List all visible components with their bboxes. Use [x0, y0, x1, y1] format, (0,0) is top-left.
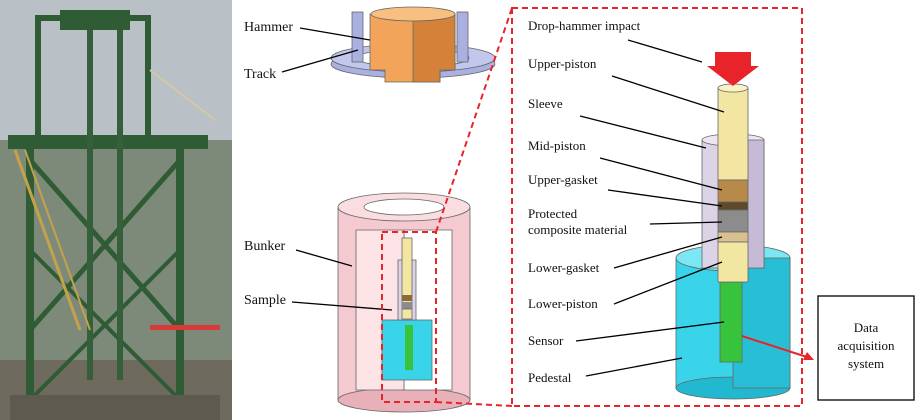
hammer-track-illustration [330, 6, 496, 83]
drop-tower-photo [0, 0, 232, 420]
mid-piston-leader [599, 157, 723, 191]
bunker-illustration [337, 192, 471, 413]
protected-label-line2: composite material [528, 222, 628, 237]
track-leader [281, 49, 359, 73]
data-acquisition-line2: acquisition [837, 338, 895, 353]
sleeve-label: Sleeve [528, 96, 563, 111]
track-label: Track [244, 67, 276, 82]
sample-label: Sample [244, 293, 286, 308]
data-acquisition-box [817, 295, 915, 401]
upper-piston-leader [611, 75, 725, 113]
sample-leader [291, 301, 393, 311]
upper-gasket-label: Upper-gasket [528, 172, 598, 187]
mid-piston-label: Mid-piston [528, 138, 586, 153]
protected-label-line1: Protected [528, 206, 578, 221]
upper-gasket-leader [607, 189, 723, 207]
small-zoom-box [381, 231, 437, 403]
large-zoom-box [511, 7, 803, 407]
hammer-label: Hammer [244, 20, 293, 35]
protected-leader [649, 221, 723, 225]
upper-piston-label: Upper-piston [528, 56, 597, 71]
lower-piston-leader [613, 261, 723, 305]
pedestal-label: Pedestal [528, 370, 572, 385]
data-output-arrowhead [803, 352, 814, 360]
drop-hammer-impact-leader [627, 39, 703, 63]
sleeve-leader [579, 115, 707, 149]
sensor-label: Sensor [528, 333, 564, 348]
bunker-leader [295, 249, 353, 267]
sensor-leader [575, 321, 725, 342]
drop-hammer-impact-label: Drop-hammer impact [528, 18, 641, 33]
lower-piston-label: Lower-piston [528, 296, 598, 311]
data-acquisition-line3: system [848, 356, 884, 371]
lower-gasket-label: Lower-gasket [528, 260, 600, 275]
lower-gasket-leader [613, 236, 723, 269]
pedestal-leader [585, 357, 683, 377]
data-acquisition-line1: Data [854, 320, 879, 335]
bunker-label: Bunker [244, 239, 286, 254]
data-output-arrow [741, 335, 811, 359]
zoom-connector-bottom [435, 401, 513, 407]
enlarged-assembly [675, 52, 791, 400]
hammer-leader [299, 27, 371, 41]
